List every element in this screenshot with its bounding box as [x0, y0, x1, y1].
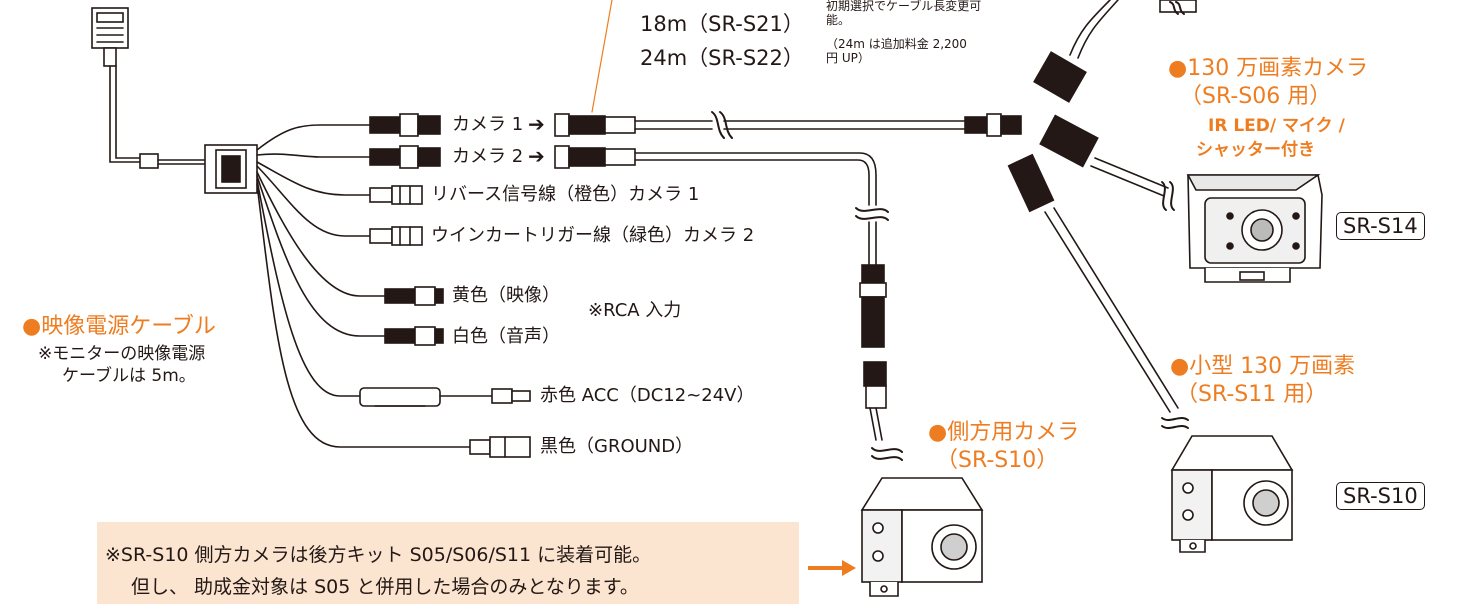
shutter-camera-illustration — [1186, 174, 1323, 283]
yellow-video-label: 黄色（映像） — [452, 285, 560, 306]
notice-line-1: ※SR-S10 側方カメラは後方キット S05/S06/S11 に装着可能。 — [105, 544, 652, 566]
s14-camera-connector — [1039, 114, 1099, 168]
junction-box — [204, 144, 258, 194]
camera2-label: カメラ 2 — [452, 146, 524, 167]
power-cable-note-1: ※モニターの映像電源 — [38, 344, 206, 364]
side-camera-cable-connector — [863, 361, 887, 441]
camera1-label: カメラ 1 — [452, 114, 524, 135]
cable-length-24m: 24m（SR-S22） — [640, 46, 804, 70]
cable-length-surcharge: （24m は追加料金 2,200 円 UP） — [826, 37, 967, 65]
blinker-trigger-plug — [369, 226, 423, 246]
top-camera-connector — [1033, 0, 1197, 103]
cam2-connector-box-side — [369, 145, 441, 169]
cable-length-note: 初期選択でケーブル長変更可能。 — [826, 0, 982, 27]
small-camera-title: ●小型 130 万画素 — [1170, 354, 1356, 379]
rca-yellow-plug — [384, 286, 444, 306]
small-camera-illustration — [1170, 435, 1294, 553]
reverse-signal-plug — [369, 185, 423, 205]
side-camera-sub: （SR-S10） — [936, 448, 1059, 473]
cam2-extension-connector — [554, 145, 636, 169]
power-cable-note-2: ケーブルは 5m。 — [62, 366, 196, 386]
notice-arrow — [808, 560, 856, 576]
side-camera-title: ●側方用カメラ — [928, 420, 1080, 445]
camera-130mp-feature-1: IR LED/ マイク / — [1208, 116, 1345, 136]
red-acc-label: 赤色 ACC（DC12~24V） — [540, 385, 755, 406]
model-badge-sr-s14: SR-S14 — [1336, 212, 1425, 241]
white-audio-label: 白色（音声） — [452, 326, 560, 347]
camera-130mp-title: ●130 万画素カメラ — [1168, 56, 1369, 81]
camera-130mp-feature-2: シャッター付き — [1196, 140, 1315, 160]
rca-input-note: ※RCA 入力 — [588, 300, 682, 321]
cam1-connector-box-side — [369, 113, 441, 137]
monitor-plug — [91, 7, 129, 67]
camera-130mp-sub: （SR-S06 用） — [1180, 84, 1332, 109]
power-cable-title: ●映像電源ケーブル — [22, 314, 216, 339]
rca-white-plug — [384, 326, 444, 346]
ground-plug — [469, 436, 531, 458]
notice-line-2: 但し、 助成金対象は S05 と併用した場合のみとなります。 — [131, 576, 639, 598]
power-cable — [109, 65, 141, 163]
black-ground-label: 黒色（GROUND） — [540, 436, 694, 457]
cam1-extension-connector — [554, 113, 636, 137]
arrow-icon: ➔ — [528, 112, 545, 136]
compatibility-notice: ※SR-S10 側方カメラは後方キット S05/S06/S11 に装着可能。 但… — [97, 522, 799, 604]
cable-clip — [139, 153, 159, 169]
acc-plug — [491, 388, 531, 404]
side-camera-illustration — [860, 477, 984, 597]
s10-camera-connector — [1007, 153, 1055, 213]
blinker-trigger-label: ウインカートリガー線（緑色）カメラ 2 — [431, 225, 755, 246]
reverse-signal-label: リバース信号線（橙色）カメラ 1 — [431, 184, 700, 205]
fuse-holder — [359, 387, 441, 407]
model-badge-sr-s10: SR-S10 — [1336, 482, 1425, 511]
small-camera-sub: （SR-S11 用） — [1176, 382, 1328, 407]
arrow-icon: ➔ — [528, 144, 545, 168]
cam2-extension-far-end — [859, 264, 887, 348]
cable-length-18m: 18m（SR-S21） — [640, 12, 804, 36]
cam1-extension-far-end — [964, 113, 1022, 137]
